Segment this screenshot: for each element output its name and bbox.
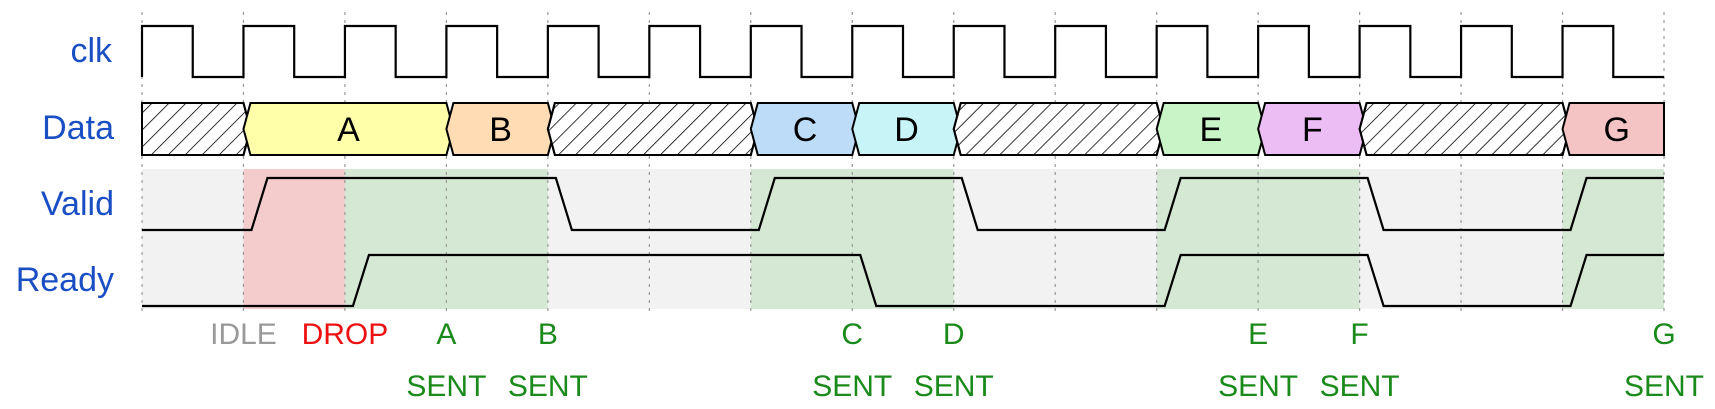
event-label-line: IDLE bbox=[210, 318, 277, 351]
event-label-idle: IDLE bbox=[210, 318, 277, 351]
data-segment-B bbox=[445, 102, 556, 156]
event-label-sent: C SENT bbox=[812, 318, 892, 403]
event-label-line: SENT bbox=[508, 370, 588, 403]
data-bus: A B C D E F G bbox=[141, 102, 1665, 156]
event-label-line: G bbox=[1652, 318, 1675, 351]
event-label-line: SENT bbox=[406, 370, 486, 403]
data-segment-label-C: C bbox=[793, 111, 818, 149]
event-label-sent: E SENT bbox=[1218, 318, 1298, 403]
sent-region bbox=[1562, 169, 1664, 309]
valid-wave-line bbox=[142, 176, 1664, 232]
data-segment-C bbox=[749, 102, 861, 156]
data-signal-label: Data bbox=[42, 109, 114, 147]
data-segment-label-D: D bbox=[894, 111, 919, 149]
data-segment-A bbox=[242, 102, 455, 156]
data-segment-label-B: B bbox=[489, 111, 512, 149]
data-segment-label-G: G bbox=[1604, 111, 1630, 149]
dont-care-hatch bbox=[1358, 102, 1571, 156]
clk-signal-label: clk bbox=[70, 32, 113, 70]
event-label-sent: B SENT bbox=[508, 318, 588, 403]
event-label-sent: A SENT bbox=[406, 318, 486, 403]
event-label-line: E bbox=[1248, 318, 1268, 351]
event-label-line: C bbox=[841, 318, 863, 351]
data-segment-label-F: F bbox=[1302, 111, 1323, 149]
event-label-line: SENT bbox=[1624, 370, 1704, 403]
event-label-line: SENT bbox=[1218, 370, 1298, 403]
event-label-line: A bbox=[436, 318, 456, 351]
clk-wave-line bbox=[140, 24, 1664, 79]
event-label-line: SENT bbox=[914, 370, 994, 403]
valid-signal-label: Valid bbox=[41, 185, 114, 223]
event-label-line: SENT bbox=[812, 370, 892, 403]
dont-care-hatch bbox=[141, 102, 252, 156]
event-label-line: D bbox=[943, 318, 965, 351]
clk-waveform bbox=[140, 24, 1664, 79]
data-segment-D bbox=[851, 102, 962, 156]
event-label-drop: DROP bbox=[302, 318, 389, 351]
event-label-line: B bbox=[538, 318, 558, 351]
event-label-line: SENT bbox=[1320, 370, 1400, 403]
ready-wave-line bbox=[142, 253, 1664, 308]
event-label-sent: G SENT bbox=[1624, 318, 1704, 403]
data-segment-G bbox=[1561, 102, 1665, 156]
data-segment-E bbox=[1155, 102, 1267, 156]
event-label-line: DROP bbox=[302, 318, 389, 351]
ready-signal-label: Ready bbox=[16, 261, 114, 299]
event-label-sent: D SENT bbox=[914, 318, 994, 403]
drop-region bbox=[243, 169, 345, 309]
event-label-sent: F SENT bbox=[1320, 318, 1400, 403]
dont-care-hatch bbox=[952, 102, 1165, 156]
data-segment-F bbox=[1257, 102, 1368, 156]
data-segment-label-E: E bbox=[1200, 111, 1223, 149]
dont-care-hatch bbox=[546, 102, 759, 156]
ready-waveform bbox=[142, 253, 1664, 308]
data-segment-label-A: A bbox=[337, 111, 360, 149]
event-label-line: F bbox=[1350, 318, 1368, 351]
valid-waveform bbox=[142, 176, 1664, 232]
